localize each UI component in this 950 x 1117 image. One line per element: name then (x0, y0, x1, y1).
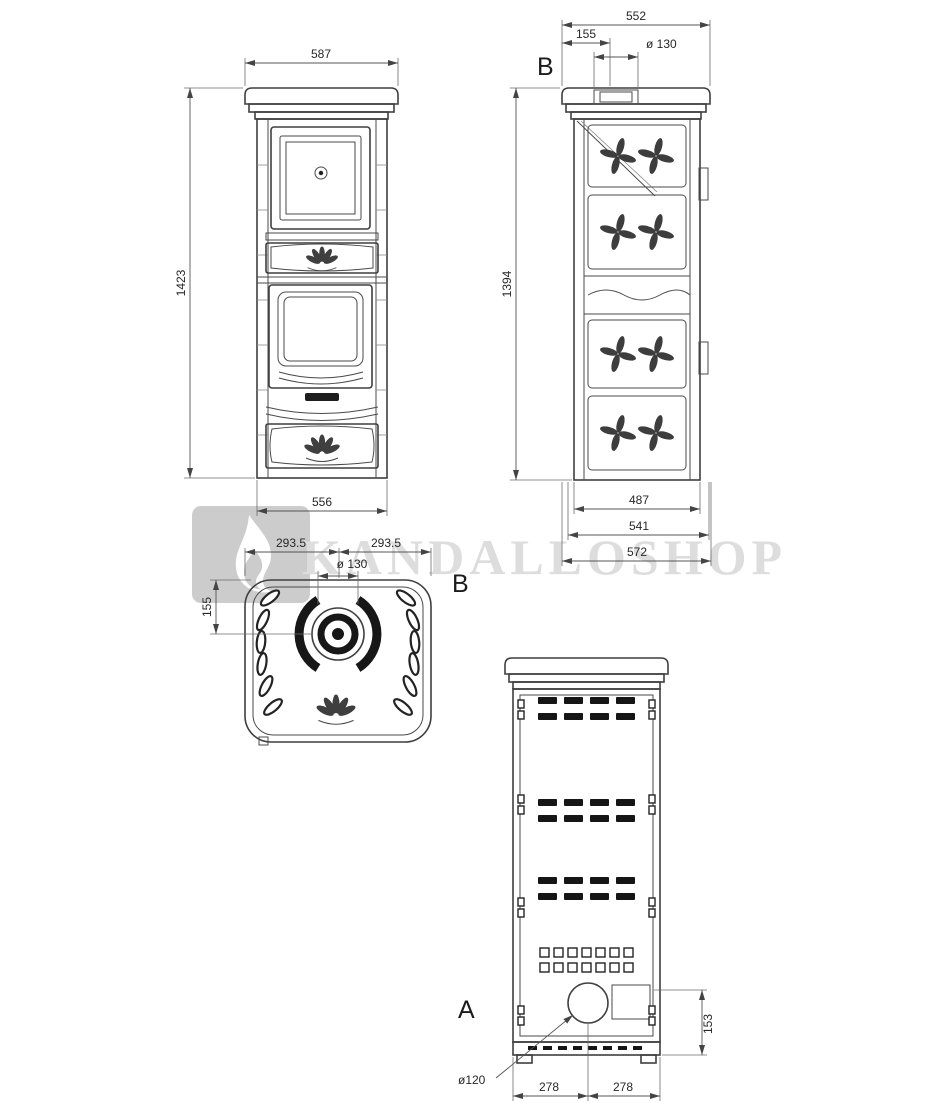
dim-side-flue-offset: 155 (576, 27, 596, 41)
back-view: A 153 ø120 278 278 (458, 657, 715, 1101)
front-door-handle (305, 393, 339, 401)
dim-side-depth: 552 (626, 9, 646, 23)
back-vent-slots (538, 697, 635, 900)
front-door-glass (277, 291, 364, 367)
watermark: KANDALLOSHOP (192, 506, 787, 603)
back-top-cap (504, 657, 669, 675)
side-body (573, 118, 701, 481)
front-view: 587 1423 556 (174, 47, 399, 516)
section-label-b-top: B (452, 570, 469, 598)
back-square-perforations (539, 947, 634, 973)
top-body (244, 579, 432, 743)
watermark-text: KANDALLOSHOP (302, 529, 787, 585)
side-hinge-lower (698, 341, 709, 375)
top-bracket-right (355, 596, 382, 672)
dim-top-half-right: 293.5 (371, 536, 401, 550)
dim-side-mid-depth: 541 (629, 519, 649, 533)
back-base-plate (512, 1041, 661, 1056)
front-top-cap (244, 87, 399, 105)
dim-side-base-depth: 487 (629, 493, 649, 507)
side-flue-stub (593, 89, 639, 105)
side-view: 552 155 ø 130 B 1394 487 541 572 (500, 9, 712, 566)
dim-side-flue-diameter: ø 130 (646, 37, 677, 51)
side-top-cap (561, 87, 711, 105)
flame-icon-inner (244, 549, 263, 590)
front-upper-drawer (265, 242, 379, 274)
back-base-slots (528, 1046, 642, 1050)
back-flue-outlet (567, 982, 609, 1024)
dim-top-flue-offset: 155 (200, 597, 214, 617)
dim-top-half-left: 293.5 (276, 536, 306, 550)
dim-back-outlet-height: 153 (701, 1014, 715, 1034)
dim-back-outlet-diameter: ø120 (458, 1073, 486, 1087)
section-label-b-side: B (537, 53, 554, 81)
dim-front-bottom-width: 556 (312, 495, 332, 509)
dim-back-half-left: 278 (539, 1080, 559, 1094)
back-body (512, 688, 661, 1043)
front-upper-door (270, 126, 371, 230)
dim-front-height: 1423 (174, 269, 188, 296)
front-door-knob (314, 166, 328, 180)
dim-top-flue-diameter: ø 130 (337, 557, 368, 571)
front-ash-drawer (265, 423, 379, 469)
dim-side-height: 1394 (500, 270, 514, 297)
dim-back-half-right: 278 (613, 1080, 633, 1094)
front-firebox-door (268, 284, 373, 389)
dim-side-max-depth: 572 (627, 545, 647, 559)
section-label-a: A (458, 996, 475, 1024)
dim-front-top-width: 587 (311, 47, 331, 61)
side-hinge-upper (698, 167, 709, 201)
back-junction-box (611, 984, 651, 1020)
front-body (256, 118, 388, 479)
back-edge-clips (517, 699, 656, 1026)
top-view: 293.5 293.5 ø 130 155 B (200, 536, 469, 746)
